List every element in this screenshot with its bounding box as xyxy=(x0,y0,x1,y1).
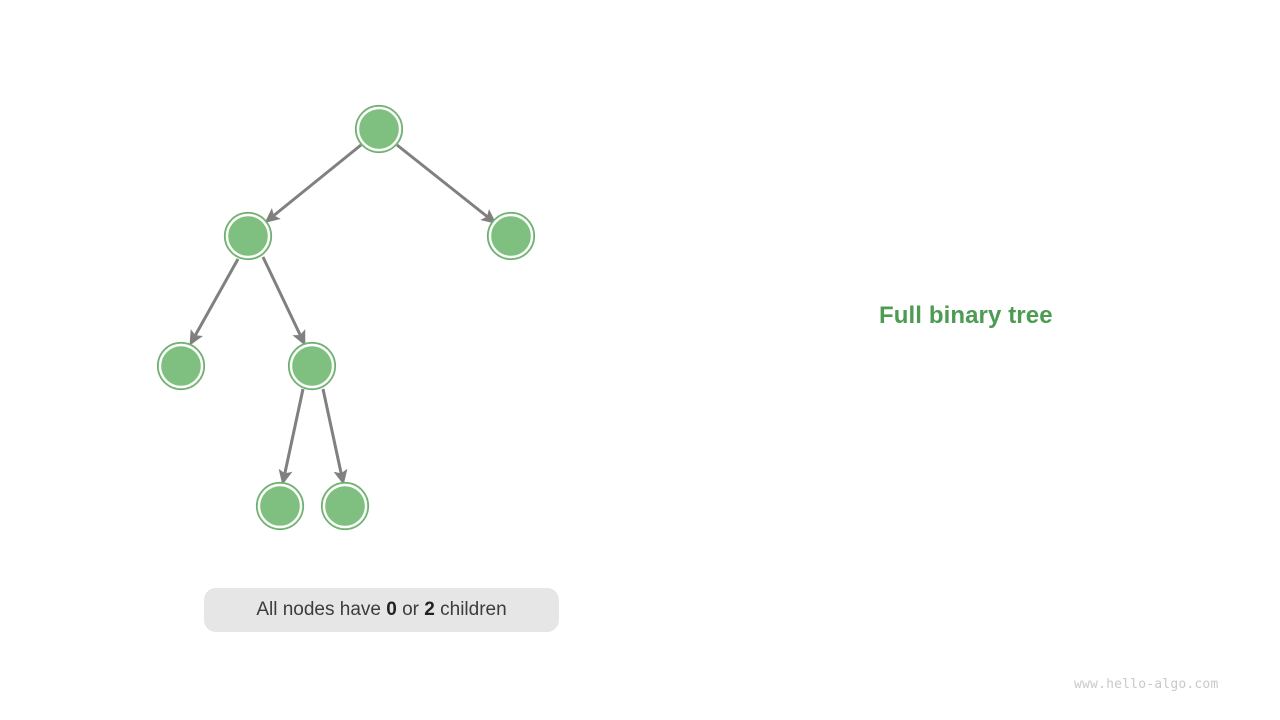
edge-root-to-left xyxy=(264,143,362,223)
tree-edges xyxy=(189,143,497,485)
watermark: www.hello-algo.com xyxy=(1074,677,1219,692)
tree-node-level3-left[interactable] xyxy=(255,481,305,531)
tree-node-root[interactable] xyxy=(354,104,404,154)
tree-node-level1-right[interactable] xyxy=(486,211,536,261)
tree-node-level3-right[interactable] xyxy=(320,481,370,531)
caption-middle: or xyxy=(396,599,425,620)
edge-inner-to-leftleaf xyxy=(278,388,305,485)
tree-node-level2-right[interactable] xyxy=(287,341,337,391)
tree-nodes xyxy=(156,104,536,531)
edge-inner-to-rightleaf xyxy=(321,388,348,485)
tree-node-level1-left[interactable] xyxy=(223,211,273,261)
caption-prefix: All nodes have xyxy=(256,599,387,620)
caption-box: All nodes have 0 or 2 children xyxy=(204,588,559,632)
caption-second-count: 2 xyxy=(424,599,435,620)
caption-suffix: children xyxy=(434,599,507,620)
tree-node-level2-left[interactable] xyxy=(156,341,206,391)
edge-left-to-rightchild xyxy=(261,256,306,346)
edge-root-to-right xyxy=(396,143,497,224)
edge-left-to-leftchild xyxy=(189,258,240,346)
caption-text: All nodes have 0 or 2 children xyxy=(256,599,506,621)
diagram-title: Full binary tree xyxy=(879,302,1053,329)
caption-first-count: 0 xyxy=(386,599,397,620)
